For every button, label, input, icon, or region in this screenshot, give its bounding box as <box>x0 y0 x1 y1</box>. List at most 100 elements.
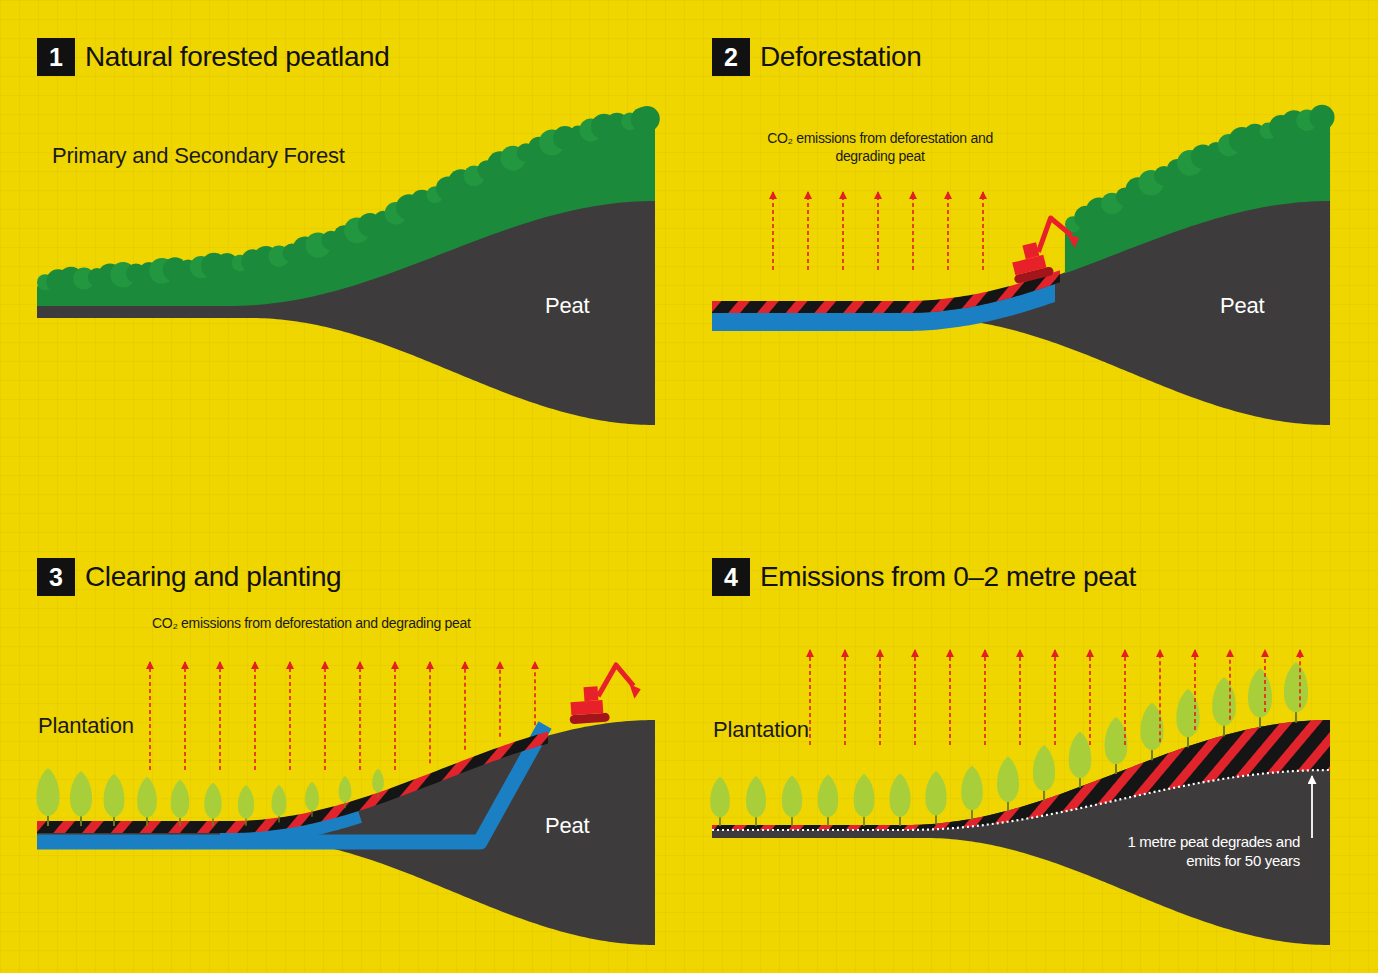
panel-clearing <box>36 662 655 945</box>
co2-arrow <box>984 650 986 745</box>
co2-arrow <box>1299 650 1301 707</box>
co2-arrow <box>877 192 879 270</box>
plantation-tree <box>104 774 125 826</box>
tree-crown <box>746 776 766 817</box>
forest-label: Primary and Secondary Forest <box>52 142 345 170</box>
plantation-tree <box>70 771 92 826</box>
tree-crown <box>961 765 983 810</box>
plantation-tree <box>1033 745 1055 801</box>
forest-canopy <box>37 116 655 306</box>
plantation-tree <box>997 757 1019 812</box>
step-heading: Natural forested peatland <box>85 38 389 76</box>
co2-arrow <box>949 650 951 745</box>
step-badge: 3Clearing and planting <box>37 558 75 596</box>
depth-arrow <box>1311 776 1313 838</box>
peat-body <box>712 200 1330 425</box>
panel-emissions <box>710 650 1330 945</box>
plantation-tree <box>238 785 254 826</box>
co2-arrow <box>912 192 914 270</box>
co2-arrow <box>254 662 256 770</box>
co2-arrow <box>1089 650 1091 745</box>
co2-arrow <box>772 192 774 270</box>
tree-crown <box>1309 105 1334 130</box>
tree-crown <box>171 780 190 818</box>
plantation-tree <box>782 775 802 826</box>
tree-crown <box>1105 717 1128 764</box>
co2-arrow <box>534 662 536 725</box>
tree-crown <box>339 776 352 803</box>
plantation-tree <box>36 768 59 826</box>
co2-arrow <box>219 662 221 770</box>
plantation-tree <box>1284 662 1308 723</box>
co2-arrow <box>1019 650 1021 745</box>
co2-arrow <box>982 192 984 270</box>
panel-deforestation <box>712 105 1335 425</box>
plantation-tree <box>889 773 910 826</box>
plantation-tree <box>171 780 190 826</box>
co2-arrow <box>1194 650 1196 730</box>
step-badge: 4Emissions from 0–2 metre peat <box>712 558 750 596</box>
co2-arrow <box>842 192 844 270</box>
degrading-peat-layer <box>712 270 1060 313</box>
tree-crown <box>305 782 319 811</box>
co2-arrow <box>1054 650 1056 745</box>
excavator-body <box>571 700 604 715</box>
co2-arrow <box>429 662 431 763</box>
tree-crown <box>1176 689 1199 737</box>
excavator-arm <box>596 664 634 696</box>
peat-label: Peat <box>1220 292 1264 320</box>
plantation-tree <box>925 771 946 825</box>
co2-arrow <box>184 662 186 770</box>
panel-natural <box>37 106 660 425</box>
degrading-peat-layer <box>37 732 548 833</box>
plantation-tree <box>1212 677 1236 736</box>
plantation-label: Plantation <box>713 716 809 744</box>
tree-crown <box>1033 745 1055 791</box>
tree-crown <box>372 768 384 792</box>
tree-crown <box>36 768 59 816</box>
co2-arrow <box>1124 650 1126 745</box>
step-number: 1 <box>37 38 75 76</box>
step-heading: Clearing and planting <box>85 558 341 596</box>
co2-arrow <box>359 662 361 770</box>
tree-crown <box>634 106 660 132</box>
plantation-tree <box>746 776 766 826</box>
co2-arrow <box>464 662 466 750</box>
step-badge: 2Deforestation <box>712 38 750 76</box>
excavator <box>566 663 643 724</box>
forest-canopy <box>1065 113 1330 274</box>
plantation-tree <box>854 774 875 826</box>
tree-crown <box>925 771 946 815</box>
co2-arrow <box>1159 650 1161 742</box>
plantation-tree <box>1176 689 1199 748</box>
peat-body <box>37 720 655 945</box>
plantation-tree <box>1248 668 1272 728</box>
tree-crown <box>137 777 157 818</box>
plantation-tree <box>961 765 983 819</box>
peat-label: Peat <box>545 812 589 840</box>
plantation-tree <box>339 776 352 808</box>
tree-crown <box>818 775 839 818</box>
peat-body <box>37 200 655 425</box>
tree-crown <box>889 773 910 817</box>
excavator-cab <box>583 686 598 701</box>
co2-arrow <box>844 650 846 745</box>
degradation-depth-line <box>712 770 1330 830</box>
tree-crown <box>710 777 730 818</box>
co2-arrow <box>807 192 809 270</box>
degradation-note: 1 metre peat degrades and emits for 50 y… <box>1120 833 1300 871</box>
co2-arrow <box>1229 650 1231 720</box>
tree-crown <box>1248 668 1272 718</box>
excavator-bucket <box>629 683 641 699</box>
co2-arrow <box>809 650 811 745</box>
plantation-tree <box>137 777 157 826</box>
peat-body <box>712 720 1330 945</box>
co2-arrow <box>149 662 151 770</box>
plantation-tree <box>710 777 730 826</box>
step-heading: Deforestation <box>760 38 921 76</box>
step-number: 3 <box>37 558 75 596</box>
plantation-tree <box>305 782 319 817</box>
emissions-note: CO₂ emissions from deforestation and deg… <box>760 130 1000 165</box>
tree-crown <box>70 771 92 817</box>
tree-crown <box>854 774 875 817</box>
